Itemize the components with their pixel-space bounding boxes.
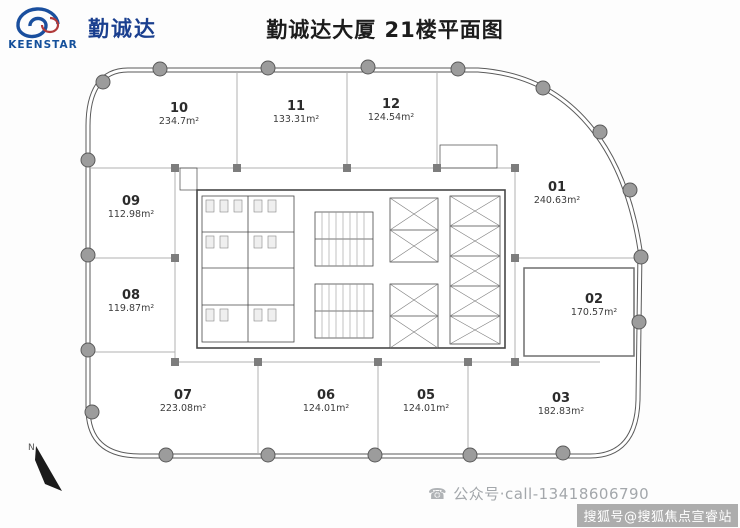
contact-line: ☎ 公众号·call-13418606790 bbox=[428, 483, 649, 504]
core bbox=[179, 144, 506, 349]
stairwell-lower bbox=[314, 283, 374, 339]
keenstar-logo-icon bbox=[16, 7, 60, 39]
elevators-right bbox=[449, 195, 501, 345]
service-room-top-right bbox=[439, 144, 498, 169]
service-room-left bbox=[179, 167, 198, 191]
unit-02-room bbox=[523, 267, 635, 357]
north-arrow: N bbox=[28, 443, 62, 491]
north-label: N bbox=[28, 443, 35, 453]
watermark-badge: 搜狐号@搜狐焦点宣睿站 bbox=[577, 504, 738, 527]
elevators-middle bbox=[389, 197, 439, 349]
page-title: 勤诚达大厦 21楼平面图 bbox=[266, 18, 504, 42]
restrooms bbox=[201, 195, 295, 343]
columns bbox=[80, 59, 649, 463]
phone-icon: ☎ bbox=[428, 485, 448, 503]
brand-chinese: 勤诚达 bbox=[88, 17, 157, 41]
contact-text: 公众号·call-13418606790 bbox=[453, 485, 650, 503]
inner-columns bbox=[171, 164, 519, 366]
brand-keenstar: KEENSTAR bbox=[8, 39, 78, 51]
stairwell-upper bbox=[314, 211, 374, 267]
unit-partitions bbox=[88, 72, 637, 454]
